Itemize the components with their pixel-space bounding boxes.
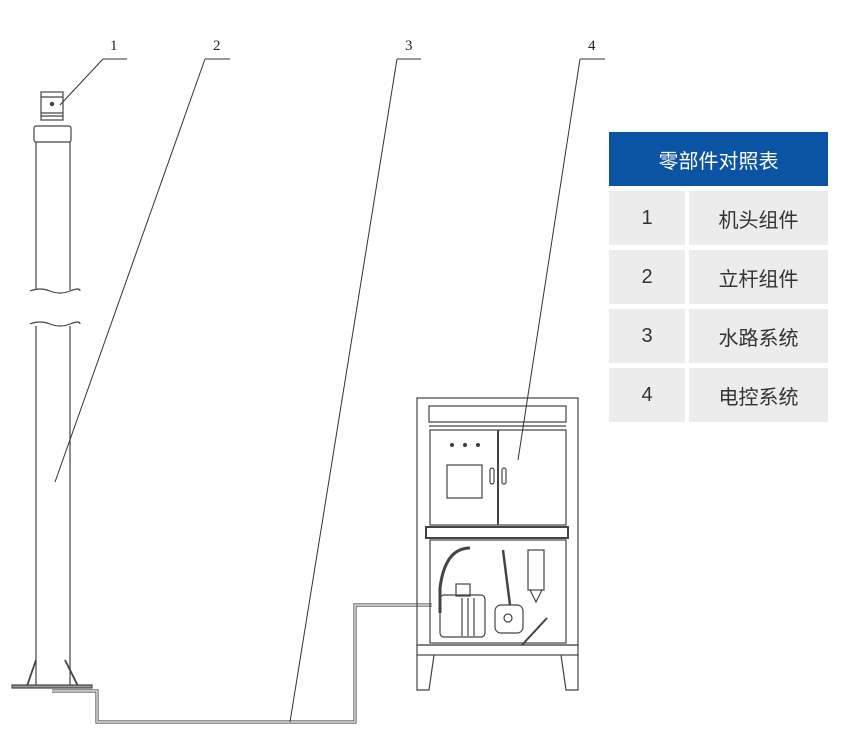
part-name: 水路系统 xyxy=(689,309,828,363)
part-number: 1 xyxy=(609,191,685,245)
water-pipe xyxy=(52,603,432,724)
part-name: 电控系统 xyxy=(689,368,828,422)
parts-table: 零部件对照表 1 机头组件 2 立杆组件 3 水路系统 4 电控系统 xyxy=(609,132,828,427)
part-name: 机头组件 xyxy=(689,191,828,245)
control-cabinet xyxy=(416,397,579,691)
part-number: 3 xyxy=(609,309,685,363)
table-row: 4 电控系统 xyxy=(609,368,828,422)
part-number: 4 xyxy=(609,368,685,422)
table-row: 3 水路系统 xyxy=(609,309,828,363)
callout-1: 1 xyxy=(110,38,118,54)
pole-assembly xyxy=(11,91,93,689)
part-name: 立杆组件 xyxy=(689,250,828,304)
table-row: 1 机头组件 xyxy=(609,191,828,245)
parts-table-title: 零部件对照表 xyxy=(609,132,828,186)
table-row: 2 立杆组件 xyxy=(609,250,828,304)
callout-leaders xyxy=(54,58,605,723)
callout-4: 4 xyxy=(588,38,596,54)
callout-2: 2 xyxy=(213,38,221,54)
part-number: 2 xyxy=(609,250,685,304)
callout-3: 3 xyxy=(405,38,413,54)
